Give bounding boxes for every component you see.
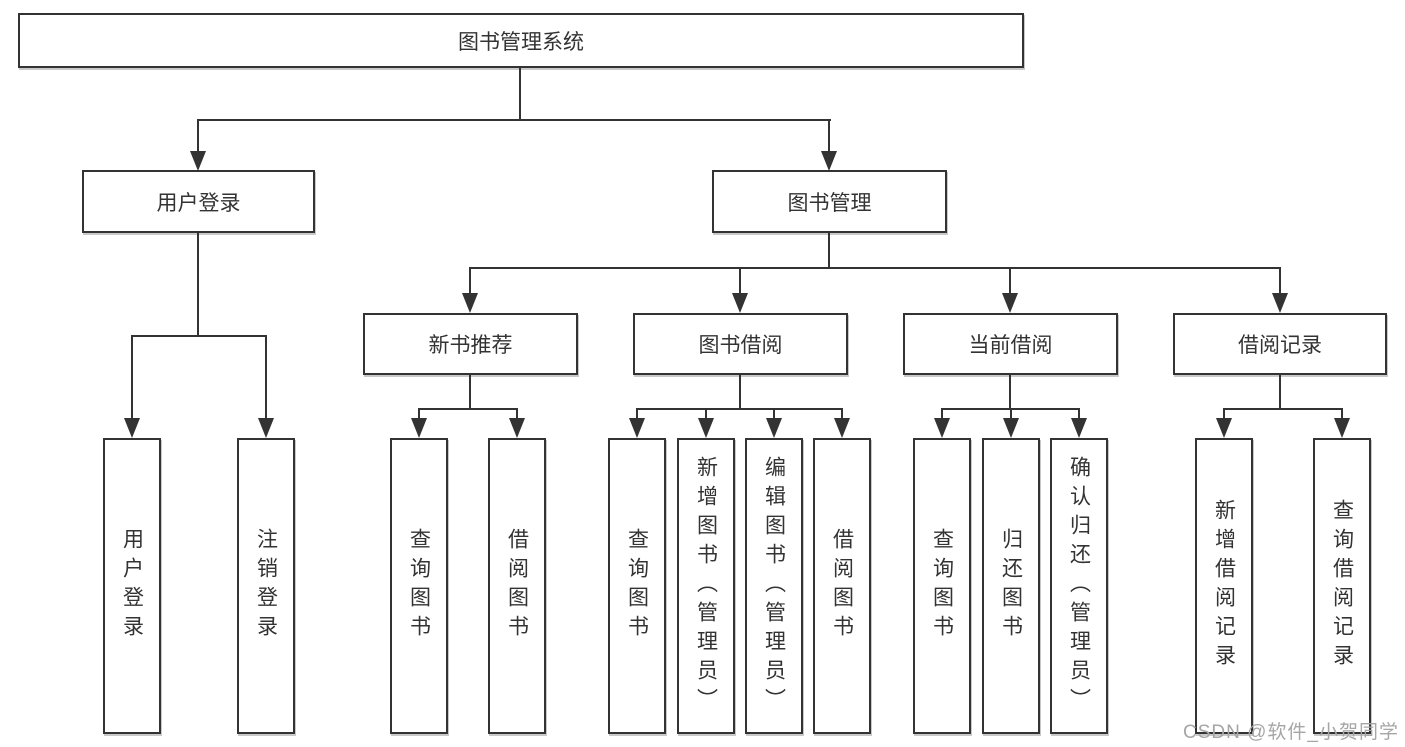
leaf-label: 查询借阅记录 xyxy=(1330,499,1354,673)
arrow-down-icon xyxy=(766,418,782,438)
leaf-query-book-current: 查询图书 xyxy=(913,438,971,734)
node-label: 图书管理 xyxy=(787,191,872,215)
arrow-down-icon xyxy=(411,418,427,438)
connector-line xyxy=(773,408,775,420)
arrow-down-icon xyxy=(462,293,478,313)
connector-line xyxy=(131,335,267,337)
connector-line xyxy=(197,119,831,121)
connector-line xyxy=(705,408,707,420)
node-new-book-recommend: 新书推荐 xyxy=(363,313,578,375)
connector-line xyxy=(418,408,420,420)
arrow-down-icon xyxy=(1216,418,1232,438)
arrow-down-icon xyxy=(124,418,140,438)
connector-line xyxy=(828,233,830,268)
leaf-label: 注销登录 xyxy=(254,528,278,644)
leaf-label: 新增借阅记录 xyxy=(1212,499,1236,673)
connector-line xyxy=(469,267,471,295)
leaf-label: 确认归还（管理员） xyxy=(1067,455,1091,717)
arrow-down-icon xyxy=(1071,418,1087,438)
connector-line xyxy=(941,408,943,420)
connector-line xyxy=(636,408,638,420)
connector-line xyxy=(828,119,830,153)
node-borrow-record: 借阅记录 xyxy=(1173,313,1387,375)
node-user-login: 用户登录 xyxy=(82,170,315,233)
leaf-label: 查询图书 xyxy=(930,528,954,644)
node-label: 当前借阅 xyxy=(968,334,1053,357)
connector-line xyxy=(131,335,133,420)
connector-line xyxy=(1223,408,1225,420)
connector-line xyxy=(265,335,267,420)
arrow-down-icon xyxy=(258,418,274,438)
connector-line xyxy=(1009,267,1011,295)
connector-line xyxy=(516,408,518,420)
connector-line xyxy=(1078,408,1080,420)
node-label: 新书推荐 xyxy=(428,334,513,357)
connector-line xyxy=(1279,267,1281,295)
arrow-down-icon xyxy=(821,151,837,171)
leaf-user-login: 用户登录 xyxy=(103,438,161,734)
arrow-down-icon xyxy=(1334,418,1350,438)
connector-line xyxy=(1279,375,1281,409)
connector-line xyxy=(197,119,199,153)
node-label: 借阅记录 xyxy=(1238,334,1322,357)
node-book-management: 图书管理 xyxy=(712,170,947,233)
leaf-add-borrow-record: 新增借阅记录 xyxy=(1195,438,1253,734)
leaf-label: 借阅图书 xyxy=(830,528,854,644)
node-current-borrow: 当前借阅 xyxy=(903,313,1118,375)
leaf-query-borrow-record: 查询借阅记录 xyxy=(1313,438,1371,734)
arrow-down-icon xyxy=(1003,418,1019,438)
connector-line xyxy=(739,375,741,409)
leaf-return-book: 归还图书 xyxy=(982,438,1040,734)
node-label: 图书管理系统 xyxy=(458,30,584,54)
leaf-label: 查询图书 xyxy=(407,528,431,644)
connector-line xyxy=(469,267,1281,269)
csdn-watermark: CSDN @软件_小贺同学 xyxy=(1183,722,1399,743)
leaf-query-book-recommend: 查询图书 xyxy=(390,438,448,734)
connector-line xyxy=(1010,408,1012,420)
leaf-borrow-book-borrow: 借阅图书 xyxy=(813,438,871,734)
connector-line xyxy=(636,408,843,410)
leaf-borrow-book-recommend: 借阅图书 xyxy=(488,438,546,734)
connector-line xyxy=(469,375,471,409)
node-label: 图书借阅 xyxy=(698,334,783,357)
arrow-down-icon xyxy=(190,151,206,171)
leaf-label: 新增图书（管理员） xyxy=(694,455,718,717)
leaf-logout: 注销登录 xyxy=(237,438,295,734)
node-library-system: 图书管理系统 xyxy=(18,13,1024,68)
connector-line xyxy=(197,233,199,336)
leaf-label: 借阅图书 xyxy=(505,528,529,644)
arrow-down-icon xyxy=(698,418,714,438)
connector-line xyxy=(1341,408,1343,420)
arrow-down-icon xyxy=(732,293,748,313)
connector-line xyxy=(1009,375,1011,409)
arrow-down-icon xyxy=(1002,293,1018,313)
arrow-down-icon xyxy=(509,418,525,438)
leaf-label: 用户登录 xyxy=(120,528,144,644)
leaf-label: 编辑图书（管理员） xyxy=(762,455,786,717)
connector-line xyxy=(418,408,518,410)
connector-line xyxy=(841,408,843,420)
arrow-down-icon xyxy=(934,418,950,438)
node-book-borrow: 图书借阅 xyxy=(633,313,848,375)
arrow-down-icon xyxy=(1272,293,1288,313)
arrow-down-icon xyxy=(834,418,850,438)
leaf-add-book-admin: 新增图书（管理员） xyxy=(677,438,735,734)
connector-line xyxy=(739,267,741,295)
arrow-down-icon xyxy=(629,418,645,438)
node-label: 用户登录 xyxy=(156,191,241,215)
leaf-confirm-return-admin: 确认归还（管理员） xyxy=(1050,438,1108,734)
leaf-label: 归还图书 xyxy=(999,528,1023,644)
leaf-label: 查询图书 xyxy=(625,528,649,644)
leaf-query-book-borrow: 查询图书 xyxy=(608,438,666,734)
connector-line xyxy=(1223,408,1342,410)
connector-line xyxy=(519,68,521,120)
leaf-edit-book-admin: 编辑图书（管理员） xyxy=(745,438,803,734)
